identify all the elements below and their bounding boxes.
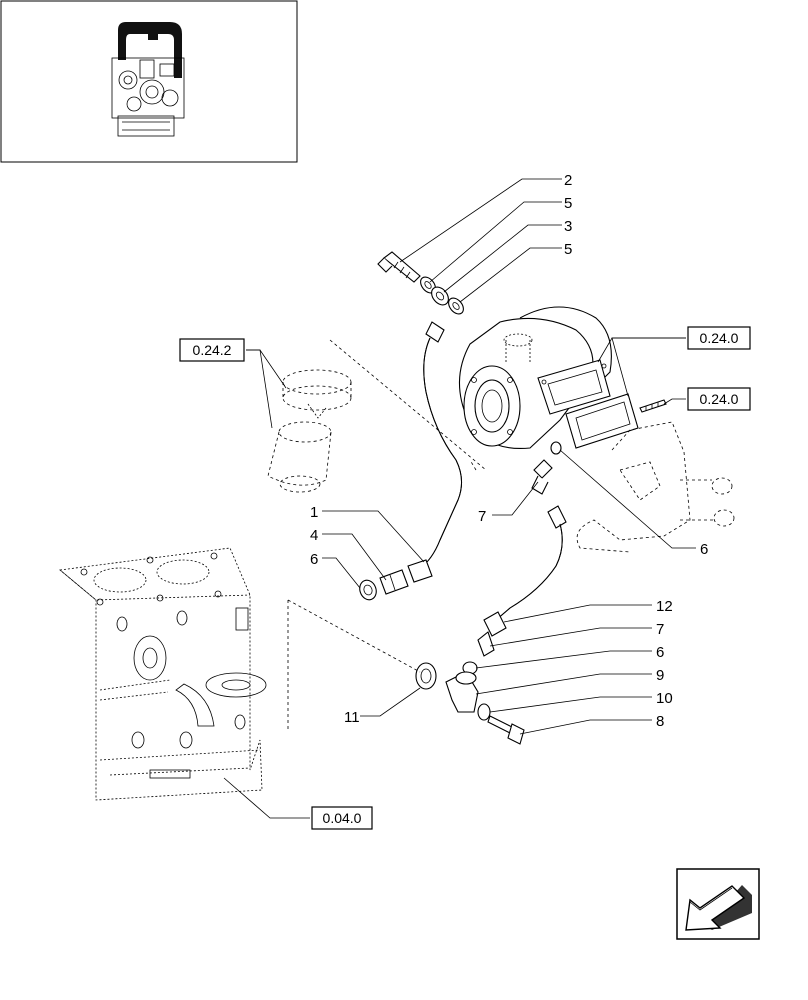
reference-box-0-24-0-b[interactable]: 0.24.0 bbox=[687, 387, 751, 411]
engine-thumbnail-icon bbox=[0, 0, 298, 163]
engine-block bbox=[59, 547, 267, 801]
callout-labels: 2 5 3 5 1 4 6 7 6 12 7 6 9 10 8 11 bbox=[310, 172, 708, 730]
callout-8: 8 bbox=[656, 713, 664, 730]
hose-clamp-assembly bbox=[267, 339, 487, 493]
oil-return-pipe bbox=[287, 505, 567, 745]
reference-label: 0.04.0 bbox=[323, 810, 362, 826]
callout-6-low: 6 bbox=[656, 644, 664, 661]
callout-11: 11 bbox=[344, 709, 360, 726]
callout-7-mid: 7 bbox=[478, 508, 486, 525]
leader-lines bbox=[223, 178, 696, 819]
back-arrow-icon[interactable] bbox=[676, 868, 760, 940]
callout-1: 1 bbox=[310, 504, 318, 521]
reference-label: 0.24.2 bbox=[193, 342, 232, 358]
callout-6-right: 6 bbox=[700, 541, 708, 558]
callout-5-top: 5 bbox=[564, 195, 572, 212]
callout-10: 10 bbox=[656, 690, 673, 707]
oil-return-fitting bbox=[531, 441, 562, 495]
callout-12: 12 bbox=[656, 598, 673, 615]
turbocharger bbox=[458, 306, 735, 553]
reference-label: 0.24.0 bbox=[700, 330, 739, 346]
reference-box-0-24-0-a[interactable]: 0.24.0 bbox=[687, 326, 751, 350]
reference-label: 0.24.0 bbox=[700, 391, 739, 407]
oil-feed-pipe bbox=[359, 321, 462, 601]
callout-5: 5 bbox=[564, 241, 572, 258]
callout-7-low: 7 bbox=[656, 621, 664, 638]
callout-4: 4 bbox=[310, 527, 318, 544]
reference-box-0-24-2[interactable]: 0.24.2 bbox=[179, 338, 245, 362]
callout-6-left: 6 bbox=[310, 551, 318, 568]
reference-box-0-04-0[interactable]: 0.04.0 bbox=[311, 806, 373, 830]
callout-3: 3 bbox=[564, 218, 572, 235]
callout-2: 2 bbox=[564, 172, 572, 189]
callout-9: 9 bbox=[656, 667, 664, 684]
banjo-bolt-set bbox=[377, 251, 464, 315]
